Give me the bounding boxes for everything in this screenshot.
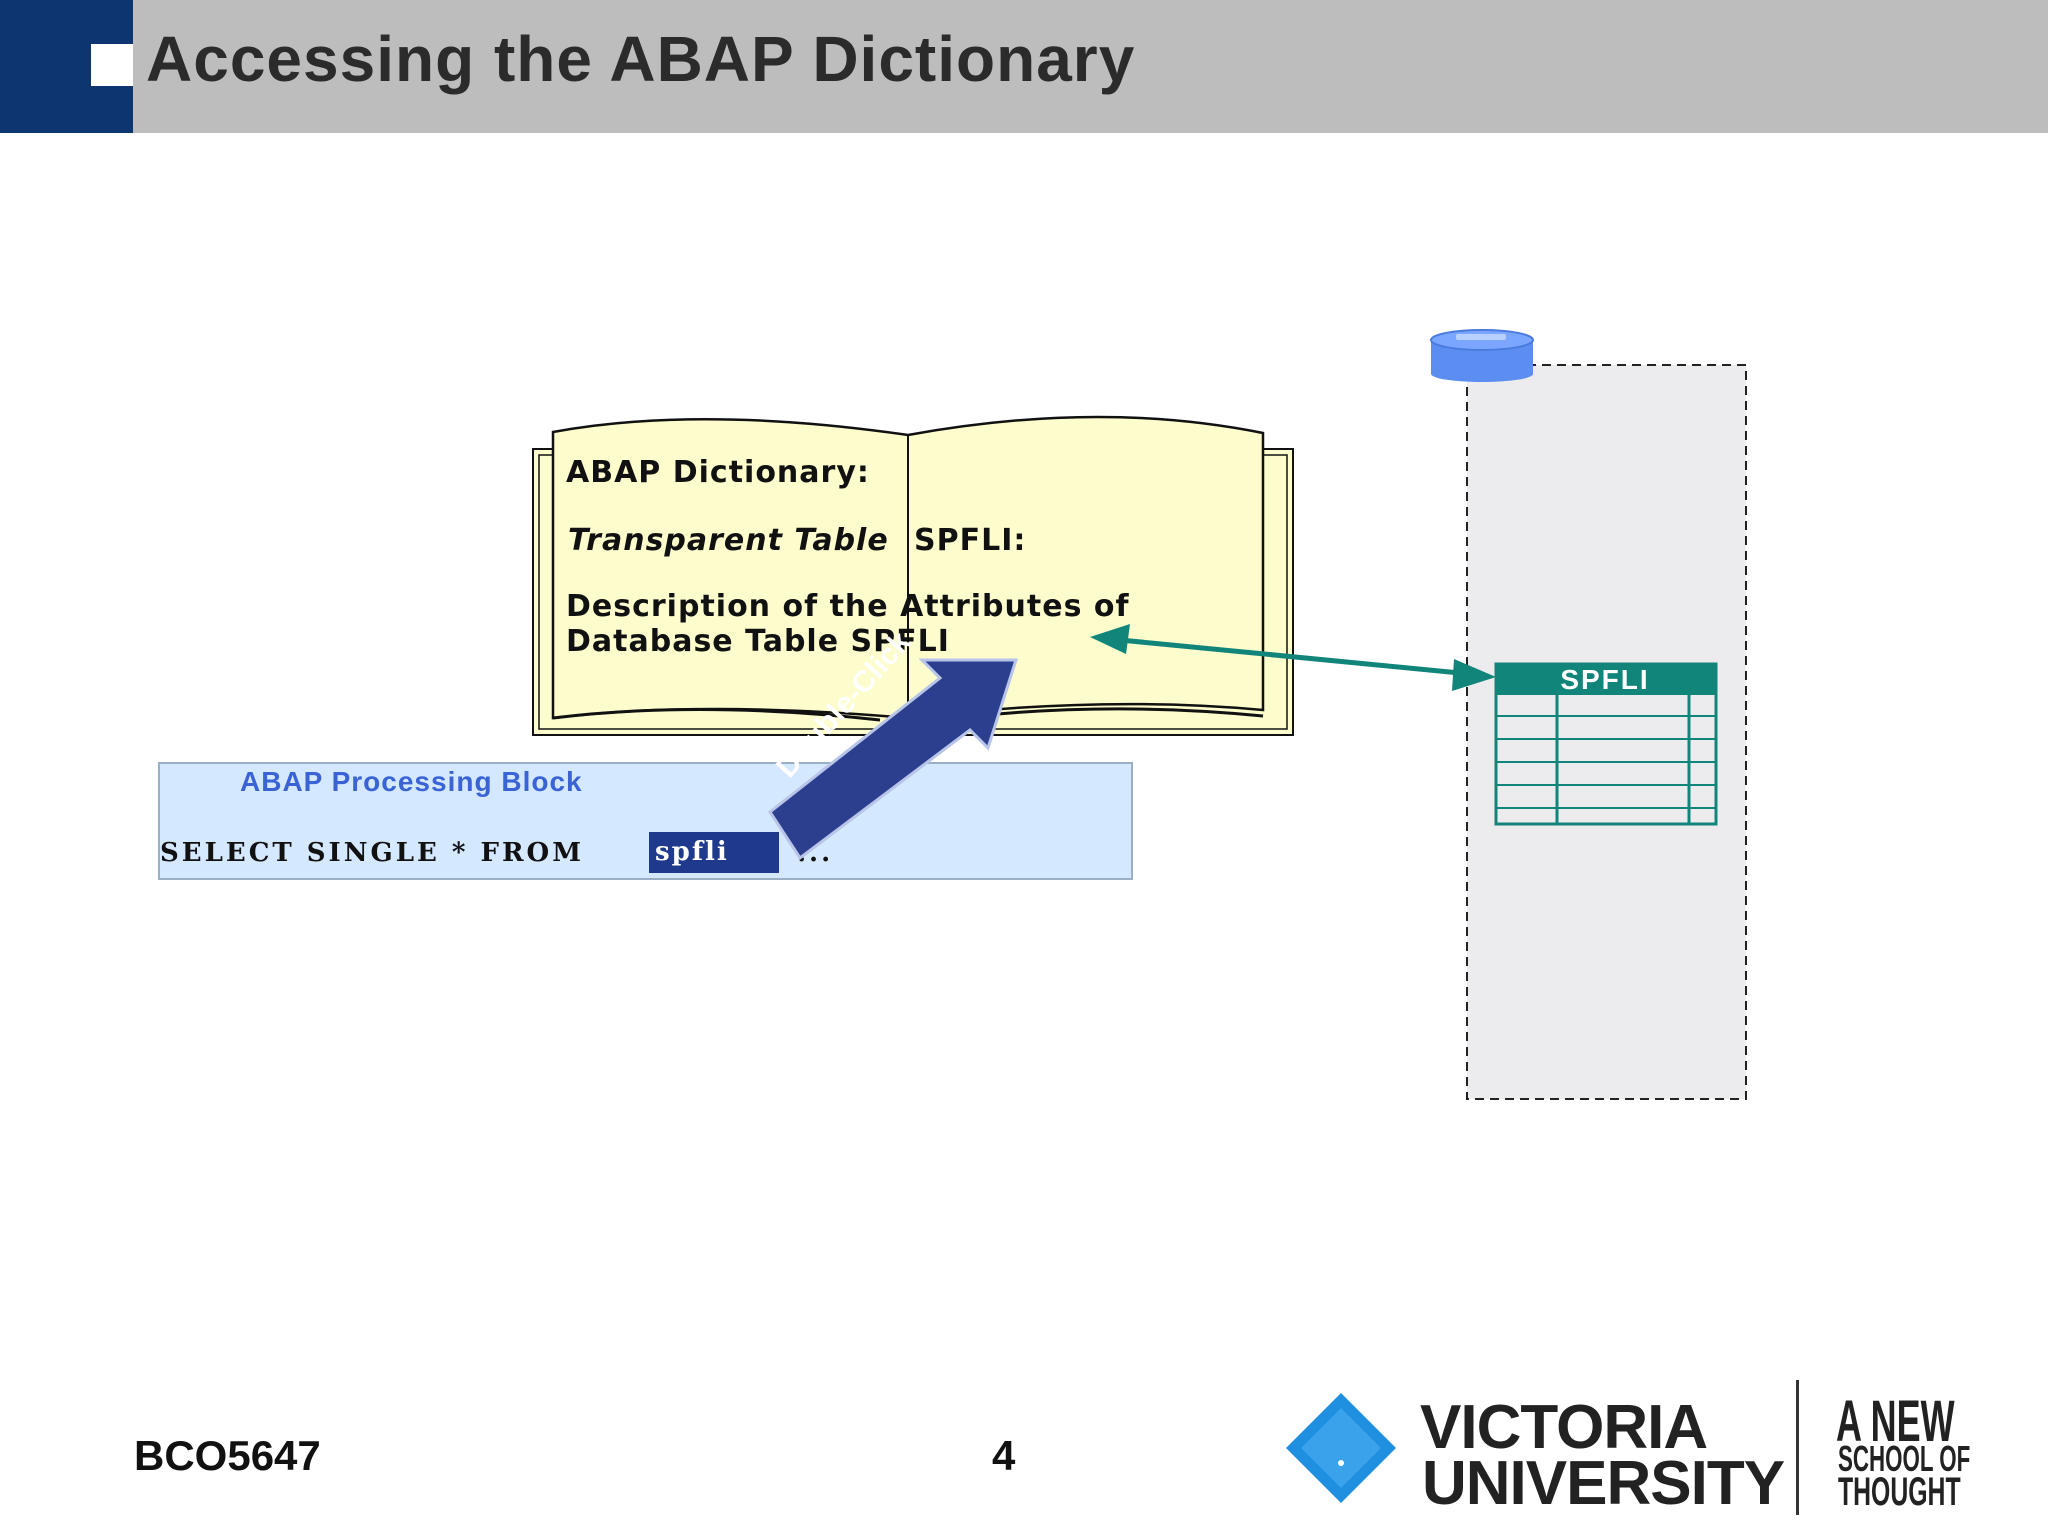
logo-slogan-line-2: SCHOOL OF [1838,1438,1971,1479]
abap-processing-block [158,762,1133,880]
page-number: 4 [992,1432,1016,1479]
title-bar [0,0,2048,133]
book-description-line-2: Database Table SPFLI [566,624,950,659]
code-highlighted-table-name[interactable]: spfli [649,832,779,873]
code-select-statement: SELECT SINGLE * FROM [160,838,584,868]
database-area [1466,364,1747,1100]
book-table-name: SPFLI: [914,523,1027,558]
processing-block-title: ABAP Processing Block [240,766,583,797]
slide-title: Accessing the ABAP Dictionary [146,23,1136,95]
link-arrow [1090,624,1496,691]
title-bullet-square [91,44,133,86]
book-illustration [532,415,1294,736]
spfli-table [1494,662,1718,826]
logo-slogan-line-3: THOUGHT [1838,1470,1961,1514]
logo-name-line-2: UNIVERSITY [1422,1449,1785,1518]
database-icon [1430,329,1534,382]
spfli-table-header: SPFLI [1560,664,1650,695]
logo-slogan-line-1: A NEW [1836,1389,1955,1454]
book-description-line-1: Description of the Attributes of [566,589,1130,624]
victoria-university-logo-mark [1286,1393,1396,1503]
logo-name-line-1: VICTORIA [1420,1393,1708,1462]
course-code: BCO5647 [134,1432,321,1479]
book-heading: ABAP Dictionary: [566,455,870,490]
book-table-type-label: Transparent Table [568,523,889,558]
logo-divider [1796,1380,1799,1515]
